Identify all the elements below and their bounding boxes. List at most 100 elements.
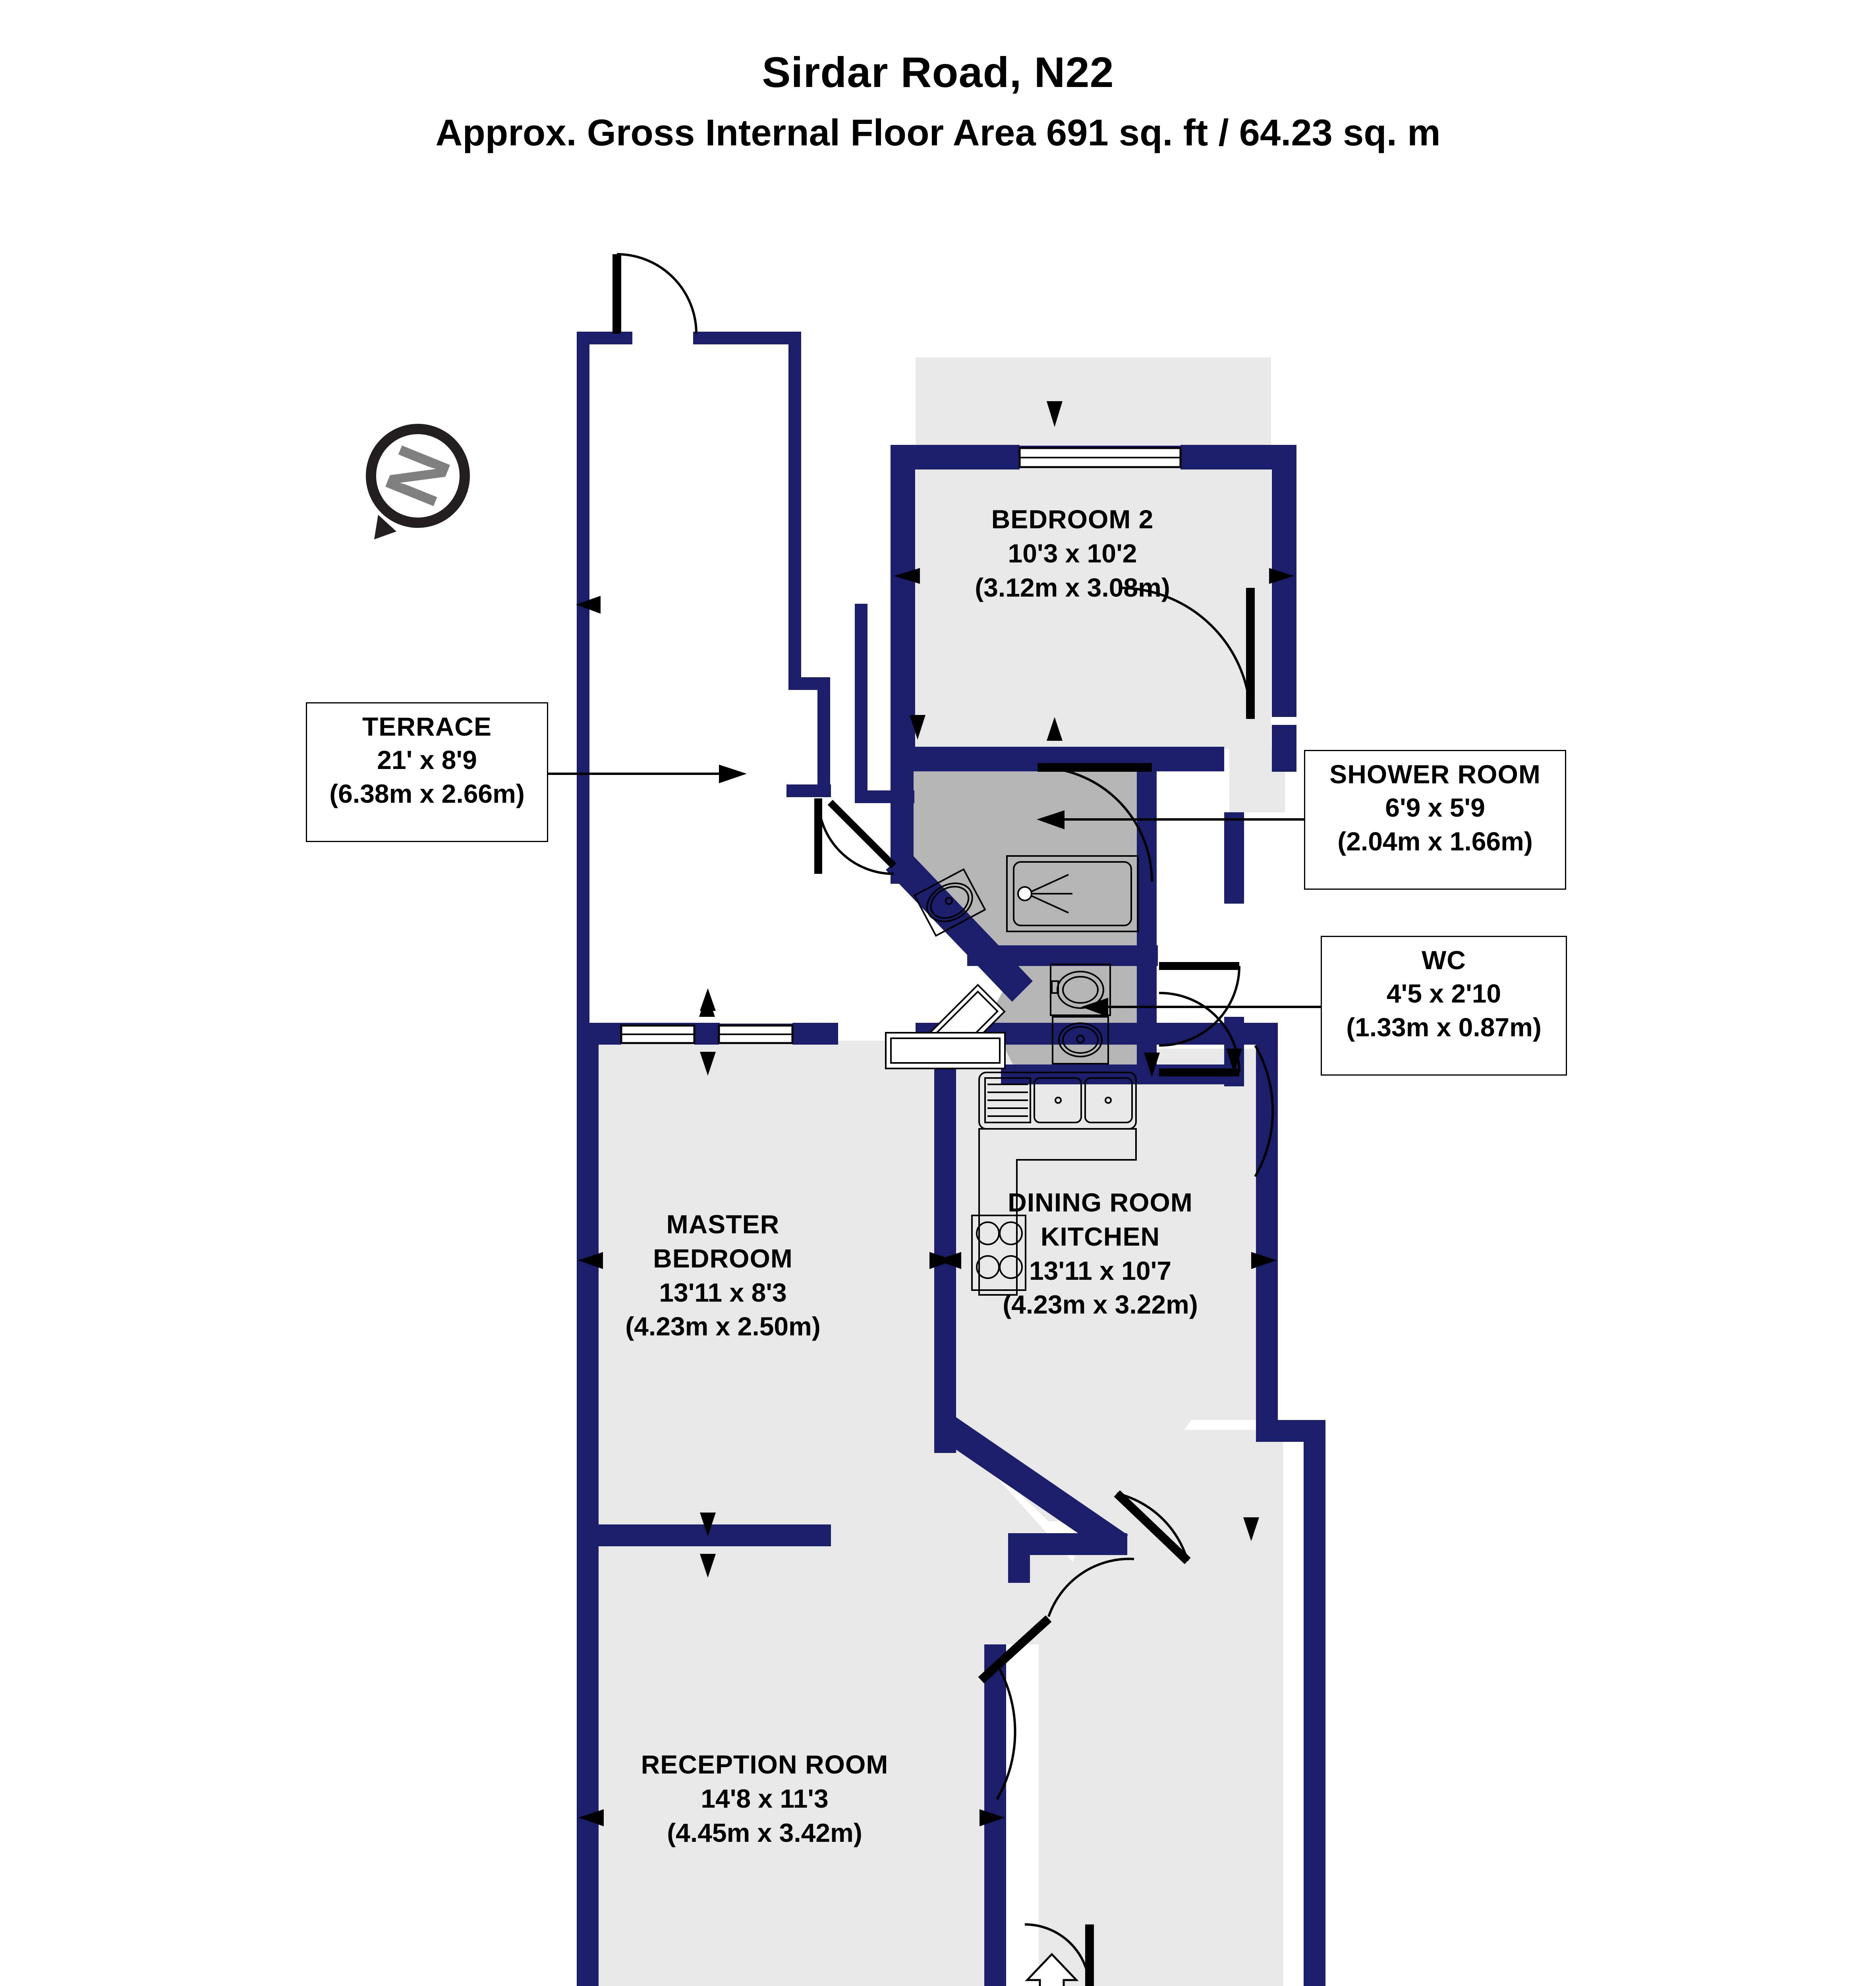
bedroom2-imperial: 10'3 x 10'2 [1008,538,1137,568]
terrace-metric: (6.38m x 2.66m) [329,779,525,808]
callout-shower-room: SHOWER ROOM 6'9 x 5'9 (2.04m x 1.66m) [1304,750,1566,890]
terrace-wall-left [577,332,589,1035]
bedroom2-metric: (3.12m x 3.08m) [975,572,1170,602]
counter-under-diagonal [885,1032,1006,1069]
wetroom-fill-layer [912,767,1140,1072]
room-label-dining-kitchen: DINING ROOM KITCHEN 13'11 x 10'7 (4.23m … [961,1186,1239,1322]
reception-wall-right [984,1644,1006,1986]
shower-wall-left [891,747,914,884]
arrow-master-right [929,1252,955,1269]
reception-room-name: RECEPTION ROOM [641,1750,889,1779]
reception-room-metric: (4.45m x 3.42m) [667,1818,862,1847]
arrow-dinekit-left [936,1252,961,1269]
bedroom2-wall-bottom [891,747,1204,771]
terrace-wall-right [788,332,801,685]
dimension-arrow-layer [548,401,1321,1826]
reception-room-imperial: 14'8 x 11'3 [701,1783,829,1813]
arrow-master-bottom [700,1513,716,1536]
kitchen-hob [971,1215,1026,1291]
reception-wall-left [577,1524,599,1986]
corridor-wall-right [855,604,867,794]
master-wall-top-c [792,1023,838,1045]
door-swing-terrace-hall [817,798,894,875]
wc-name: WC [1422,945,1466,975]
shower-room-floor [912,767,1140,955]
arrow-dinekit-bottom [1243,1517,1259,1541]
door-leaf-layer [612,253,1274,1986]
bedroom2-wall-right [1272,445,1296,717]
bedroom2-wall-right-lower [1272,725,1296,772]
shower-head [1017,886,1032,901]
shower-wall-bottom [967,945,1158,966]
hall-floor [826,1041,1104,1644]
arrow-wc [1081,998,1108,1017]
door-leaf-hall-3 [1114,1490,1191,1564]
arrow-dinekit-right [1251,1252,1277,1269]
shower-room-name: SHOWER ROOM [1329,759,1541,789]
terrace-wall-jog-v [817,677,830,796]
arrow-terrace-left [576,596,601,614]
dining-kitchen-name-line2: KITCHEN [1040,1221,1160,1251]
door-swing-shower [1037,766,1153,882]
master-bedroom-imperial: 13'11 x 8'3 [659,1277,787,1307]
reception-room-floor [598,1525,1005,1986]
wc-floor [989,965,1140,1072]
plan-header: Sirdar Road, N22 Approx. Gross Internal … [0,48,1876,154]
door-swing-hall-4 [1047,1557,1134,1617]
arrow-bedroom2-top [1047,401,1063,427]
dinekit-wall-top [956,1023,1278,1045]
wc-wall-bottom [1001,1064,1158,1084]
arrow-reception-right [980,1809,1005,1826]
terrace-wall-bot-a [786,784,831,797]
arrow-terrace-bottom [699,993,715,1017]
terrace-wall-top-a [577,332,632,344]
room-fill-layer [598,357,1285,1986]
terrace-wall-top-b [693,332,800,344]
dinekit-diagonal-wall [934,1417,1128,1554]
fixture-layer [885,855,1139,1296]
wc-wall-right [1137,965,1157,1082]
arrow-shower [1037,810,1065,829]
east-wall-mid [1224,812,1244,904]
kitchen-sink [978,1072,1137,1130]
dining-kitchen-metric: (4.23m x 3.22m) [1003,1290,1198,1319]
dinekit-wall-right-jog [1256,1420,1325,1442]
north-compass-icon: N [366,424,470,539]
shower-wall-east-stub [1157,747,1204,770]
master-window-head-1 [621,1024,694,1027]
arrow-master-bottom2 [700,1554,716,1578]
arrow-master-top [700,988,716,1011]
door-swing-terrace [616,253,697,334]
entrance-arrow-icon [1025,1953,1079,1986]
shower-tray-inner [1013,861,1132,926]
room-label-reception-room: RECEPTION ROOM 14'8 x 11'3 (4.45m x 3.42… [606,1748,924,1850]
door-swing-hall-3 [1117,1492,1189,1561]
page-title: Sirdar Road, N22 [762,48,1114,96]
window-master-2 [718,1024,794,1044]
arrow-hall-top [910,715,925,740]
door-swing-kitchen [1254,1045,1274,1177]
master-bedroom-metric: (4.23m x 2.50m) [625,1312,821,1341]
master-window-head-2 [719,1024,792,1027]
door-leaf-hall-2 [827,800,896,869]
bedroom2-name: BEDROOM 2 [991,504,1154,534]
bedroom2-wall-left [891,445,915,759]
dinekit-wall-right [1256,1045,1278,1420]
east-wall-upper [1204,747,1224,771]
arrow-dinekit-top [1144,1053,1160,1077]
window-layer [620,447,1182,1044]
master-wall-top-b [694,1023,719,1045]
shower-room-metric: (2.04m x 1.66m) [1337,826,1533,856]
arrow-dinekit-top2 [1226,1049,1242,1073]
door-swing-bedroom2 [1119,587,1252,719]
arrow-master-top2 [700,1052,716,1076]
wc-basin [1052,1016,1109,1064]
shower-room-imperial: 6'9 x 5'9 [1385,793,1485,823]
terrace-wall-jog-h [788,677,830,690]
floor-area-subtitle: Approx. Gross Internal Floor Area 691 sq… [435,112,1441,154]
door-swing-reception [996,1663,1016,1800]
terrace-imperial: 21' x 8'9 [377,745,477,775]
door-swing-entrance [1024,1923,1091,1986]
bedroom2-wall-top-b [1180,445,1273,469]
utility-appliance [929,983,1006,1061]
